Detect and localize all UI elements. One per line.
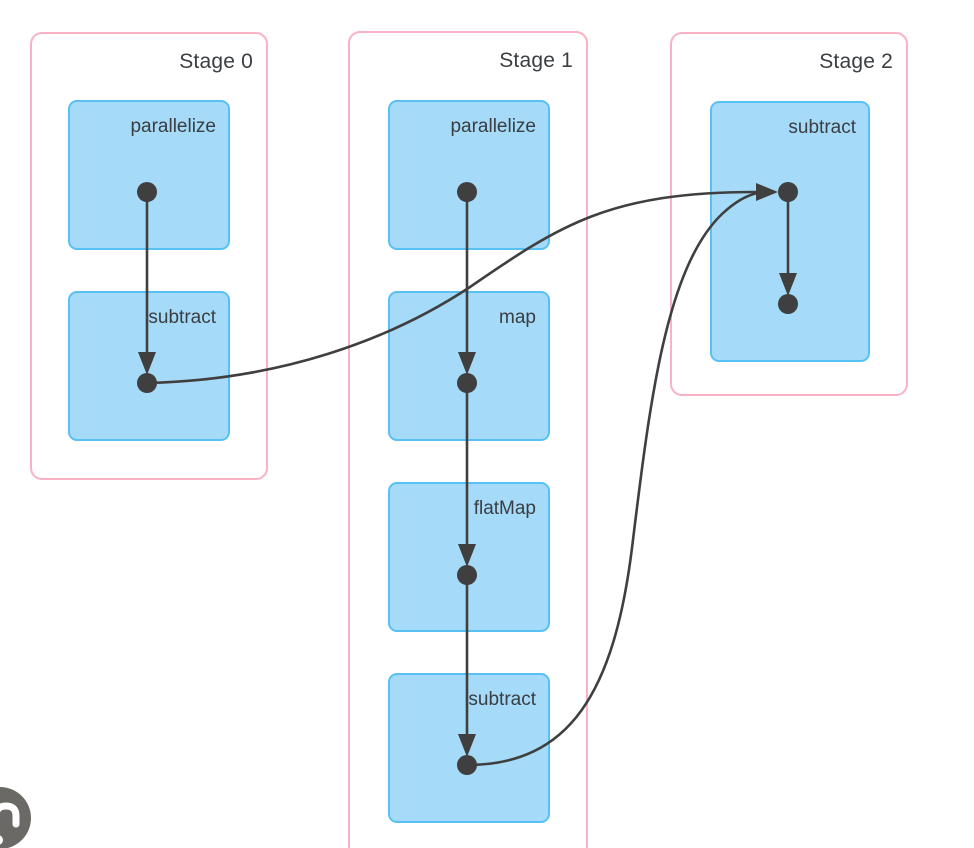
stage-0-title: Stage 0 [179, 50, 253, 73]
node-stage1-map: map [388, 291, 550, 441]
corner-circle-button[interactable] [0, 787, 31, 848]
stage-0-container: Stage 0 parallelize subtract [30, 32, 268, 480]
node-label: subtract [788, 117, 856, 138]
node-stage1-subtract: subtract [388, 673, 550, 823]
corner-glyph-arch [0, 802, 20, 828]
node-stage0-subtract: subtract [68, 291, 230, 441]
node-label: parallelize [130, 116, 216, 137]
node-stage0-parallelize: parallelize [68, 100, 230, 250]
node-stage1-parallelize: parallelize [388, 100, 550, 250]
node-stage2-subtract: subtract [710, 101, 870, 362]
corner-button-glyph-icon [0, 802, 20, 845]
stage-2-container: Stage 2 subtract [670, 32, 908, 396]
corner-glyph-dot [0, 835, 3, 845]
node-label: flatMap [473, 498, 536, 519]
stage-1-container: Stage 1 parallelize map flatMap subtract [348, 31, 588, 848]
node-label: subtract [468, 689, 536, 710]
node-label: parallelize [450, 116, 536, 137]
node-label: subtract [148, 307, 216, 328]
stage-2-title: Stage 2 [819, 50, 893, 73]
stage-1-title: Stage 1 [499, 49, 573, 72]
node-label: map [499, 307, 536, 328]
node-stage1-flatmap: flatMap [388, 482, 550, 632]
